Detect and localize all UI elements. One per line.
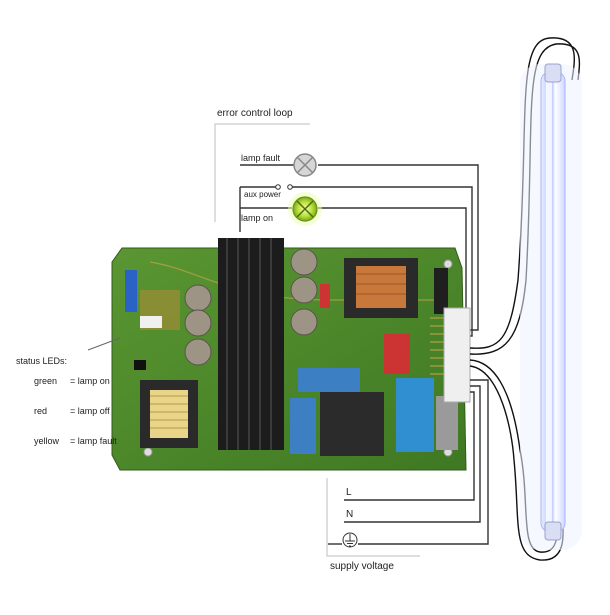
filter-choke	[320, 392, 384, 456]
supply-wires	[328, 379, 489, 545]
electrolytic-capacitors	[184, 284, 212, 366]
status-led-chip	[134, 360, 146, 370]
fluorescent-lamp	[520, 63, 582, 550]
error-control-loop-label: error control loop	[217, 108, 293, 119]
status-led-pointer	[87, 337, 121, 351]
output-connector	[430, 307, 471, 403]
earth-ground-icon	[342, 532, 358, 548]
capacitor-red	[384, 334, 410, 374]
lamp-fault-label: lamp fault	[241, 153, 281, 163]
legend-color: green	[34, 376, 58, 386]
electrolytic-capacitors-2	[290, 248, 330, 336]
legend-row-yellow: yellow = lamp fault	[16, 426, 117, 456]
lamp-fault-indicator-icon	[293, 153, 317, 177]
legend-meaning: = lamp on	[70, 376, 110, 386]
transformer-large	[344, 258, 418, 318]
aux-power-contact-2	[287, 184, 293, 190]
aux-power-contact-1	[275, 184, 281, 190]
connector-block	[140, 316, 162, 328]
legend-color: yellow	[34, 436, 60, 446]
heatsink	[218, 238, 284, 450]
error-loop-bracket	[214, 123, 310, 222]
legend-meaning: = lamp off	[70, 406, 110, 416]
status-leds-legend: status LEDs: green = lamp on red = lamp of…	[16, 356, 117, 456]
ic-chip	[434, 268, 448, 314]
supply-voltage-label: supply voltage	[330, 561, 394, 572]
film-capacitor-2	[290, 398, 316, 454]
legend-meaning: = lamp fault	[70, 436, 117, 446]
status-leds-title: status LEDs:	[16, 356, 68, 366]
dip-switch	[125, 270, 137, 312]
lamp-on-indicator-icon	[288, 192, 322, 226]
legend-color: red	[34, 406, 48, 416]
supply-bracket	[326, 478, 420, 557]
aux-power-label: aux power	[244, 190, 281, 199]
transformer-small	[140, 380, 198, 448]
legend-row-red: red = lamp off	[16, 396, 117, 426]
terminal-n-label: N	[346, 509, 354, 520]
terminal-l-label: L	[346, 487, 352, 498]
lamp-on-label: lamp on	[241, 213, 274, 223]
x-capacitor	[396, 378, 434, 452]
film-capacitor	[298, 368, 360, 392]
resistor	[436, 396, 458, 450]
legend-row-green: green = lamp on	[16, 366, 117, 396]
